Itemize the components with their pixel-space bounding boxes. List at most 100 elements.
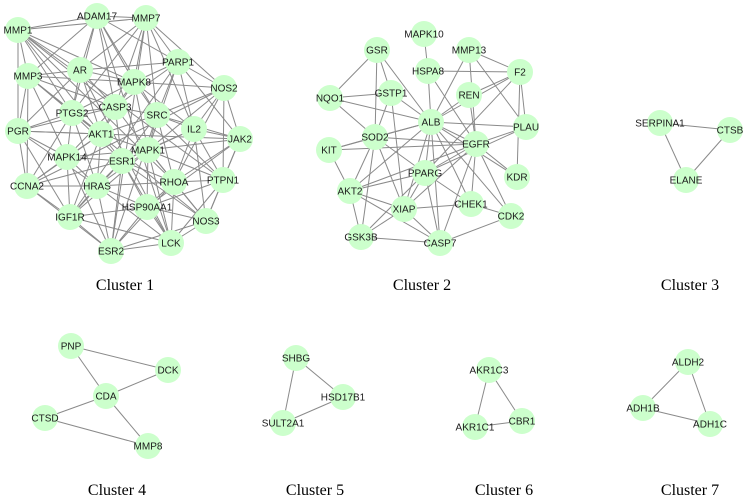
node-nqo1: NQO1	[316, 85, 345, 111]
node-circle	[427, 230, 453, 256]
node-il2: IL2	[181, 116, 207, 142]
node-label: CASP7	[424, 239, 457, 250]
cluster-5-label: Cluster 5	[286, 482, 344, 499]
edge-adam17-mmp3	[27, 15, 98, 77]
node-pparg: PPARG	[408, 160, 442, 186]
node-mapk10: MAPK10	[404, 21, 444, 47]
node-ar: AR	[67, 57, 93, 83]
edge-jak2-hsp90aa1	[146, 138, 241, 208]
edge-gsr-alb	[376, 49, 432, 123]
edge-mmp1-ptgs2	[17, 29, 73, 114]
edge-mmp3-casp3	[27, 75, 116, 108]
node-circle	[135, 137, 161, 163]
edge-lck-mapk1	[147, 149, 172, 244]
node-label: PARP1	[162, 58, 194, 69]
node-circle	[210, 167, 236, 193]
edge-gsr-sod2	[374, 49, 378, 138]
node-mapk14: MAPK14	[47, 144, 87, 170]
node-label: GSTP1	[375, 89, 408, 100]
node-circle	[411, 21, 437, 47]
node-f2: F2	[507, 59, 533, 85]
cluster-1-label: Cluster 1	[96, 277, 154, 294]
node-cdk2: CDK2	[498, 203, 525, 229]
node-circle	[330, 384, 356, 410]
edge-mmp13-alb	[430, 49, 470, 123]
node-pgr: PGR	[5, 118, 31, 144]
node-circle	[378, 80, 404, 106]
node-label: PLAU	[513, 123, 539, 134]
node-circle	[165, 49, 191, 75]
node-label: SRC	[146, 111, 167, 122]
node-circle	[463, 131, 489, 157]
node-esr2: ESR2	[98, 238, 125, 264]
node-label: MMP3	[14, 72, 43, 83]
node-chek1: CHEK1	[454, 191, 488, 217]
node-label: HSPA8	[412, 67, 444, 78]
node-sult2a1: SULT2A1	[262, 410, 305, 436]
edge-mmp1-mmp7	[17, 17, 147, 31]
edge-egfr-kit	[328, 143, 477, 151]
node-alb: ALB	[418, 109, 444, 135]
edge-adam17-casp3	[96, 15, 116, 108]
node-circle	[67, 57, 93, 83]
node-label: ALDH2	[672, 358, 705, 369]
cluster-label-layer: Cluster 1 Cluster 2 Cluster 3 Cluster 4 …	[88, 277, 719, 499]
node-circle	[456, 82, 482, 108]
node-gsr: GSR	[364, 37, 390, 63]
node-label: CASP3	[99, 103, 132, 114]
node-circle	[88, 121, 114, 147]
node-circle	[58, 333, 84, 359]
edge-alb-plau	[430, 121, 527, 128]
node-circle	[348, 224, 374, 250]
node-label: MAPK8	[117, 78, 151, 89]
edge-mapk14-mapk1	[66, 149, 149, 158]
node-circle	[498, 203, 524, 229]
node-src: SRC	[144, 102, 170, 128]
node-label: ESR2	[98, 247, 125, 258]
edge-egfr-cdk2	[475, 143, 512, 217]
node-circle	[270, 410, 296, 436]
edge-adam17-src	[96, 15, 158, 116]
node-label: GSR	[366, 46, 388, 57]
node-casp3: CASP3	[99, 94, 132, 120]
node-label: REN	[458, 91, 479, 102]
edge-hspa8-f2	[427, 70, 521, 73]
node-circle	[158, 230, 184, 256]
node-circle	[32, 405, 58, 431]
node-circle	[647, 110, 673, 136]
node-shbg: SHBG	[282, 345, 310, 371]
node-circle	[391, 196, 417, 222]
node-circle	[211, 75, 237, 101]
node-circle	[14, 173, 40, 199]
node-ctsd: CTSD	[31, 405, 59, 431]
node-igf1r: IGF1R	[55, 204, 85, 230]
node-circle	[93, 383, 119, 409]
node-label: MMP8	[134, 442, 163, 453]
node-label: ADH1B	[626, 404, 660, 415]
node-ren: REN	[456, 82, 482, 108]
node-label: DCK	[157, 366, 178, 377]
edge-nos3-esr2	[110, 220, 207, 252]
node-label: MAPK14	[47, 153, 87, 164]
edge-mmp13-plau	[468, 49, 527, 128]
node-akr1c1: AKR1C1	[456, 414, 495, 440]
node-lck: LCK	[158, 230, 184, 256]
edge-parp1-ar	[79, 61, 179, 71]
node-label: ADAM17	[77, 12, 117, 23]
node-akr1c3: AKR1C3	[470, 357, 509, 383]
node-circle	[98, 238, 124, 264]
node-label: ADH1C	[693, 420, 727, 431]
node-label: JAK2	[228, 135, 252, 146]
edge-esr2-mapk14	[66, 156, 112, 252]
node-label: ALB	[422, 118, 441, 129]
node-gstp1: GSTP1	[375, 80, 408, 106]
node-circle	[476, 357, 502, 383]
node-circle	[59, 100, 85, 126]
cluster-7-label: Cluster 7	[661, 482, 719, 499]
edge-jak2-rhoa	[173, 138, 241, 183]
node-label: CCNA2	[10, 182, 44, 193]
edge-alb-casp7	[430, 121, 441, 244]
edge-mmp3-nos3	[27, 75, 207, 222]
node-label: LCK	[161, 239, 181, 250]
